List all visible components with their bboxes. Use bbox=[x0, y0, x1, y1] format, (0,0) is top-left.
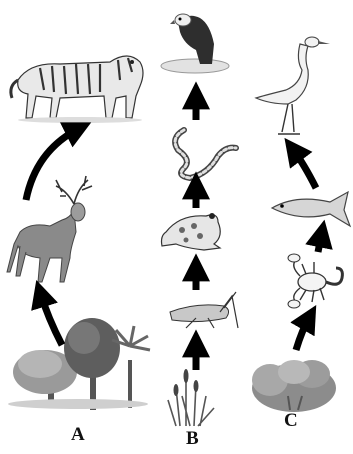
chain-c bbox=[252, 37, 350, 412]
tiger-icon bbox=[11, 56, 143, 123]
arrow-scorpion-to-fish bbox=[318, 232, 322, 252]
grasshopper-icon bbox=[170, 292, 238, 328]
vulture-icon bbox=[161, 14, 229, 73]
chain-label-b: B bbox=[186, 428, 199, 450]
trees-icon bbox=[8, 318, 150, 410]
deer-icon bbox=[7, 176, 92, 282]
arrow-trees-to-deer bbox=[40, 292, 62, 345]
shrub-icon bbox=[252, 360, 336, 412]
heron-icon bbox=[256, 37, 330, 134]
fish-icon bbox=[272, 192, 350, 226]
chain-a bbox=[7, 56, 150, 410]
frog-icon bbox=[162, 213, 221, 250]
arrow-fish-to-heron bbox=[292, 148, 316, 188]
chain-label-c: C bbox=[284, 410, 298, 432]
chain-label-a: A bbox=[71, 424, 85, 446]
arrow-deer-to-tiger bbox=[26, 128, 80, 200]
arrow-shrub-to-scorpion bbox=[296, 316, 310, 350]
snake-icon bbox=[175, 130, 236, 178]
grass-icon bbox=[168, 369, 214, 426]
chain-b bbox=[161, 14, 238, 426]
scorpion-icon bbox=[288, 254, 342, 308]
